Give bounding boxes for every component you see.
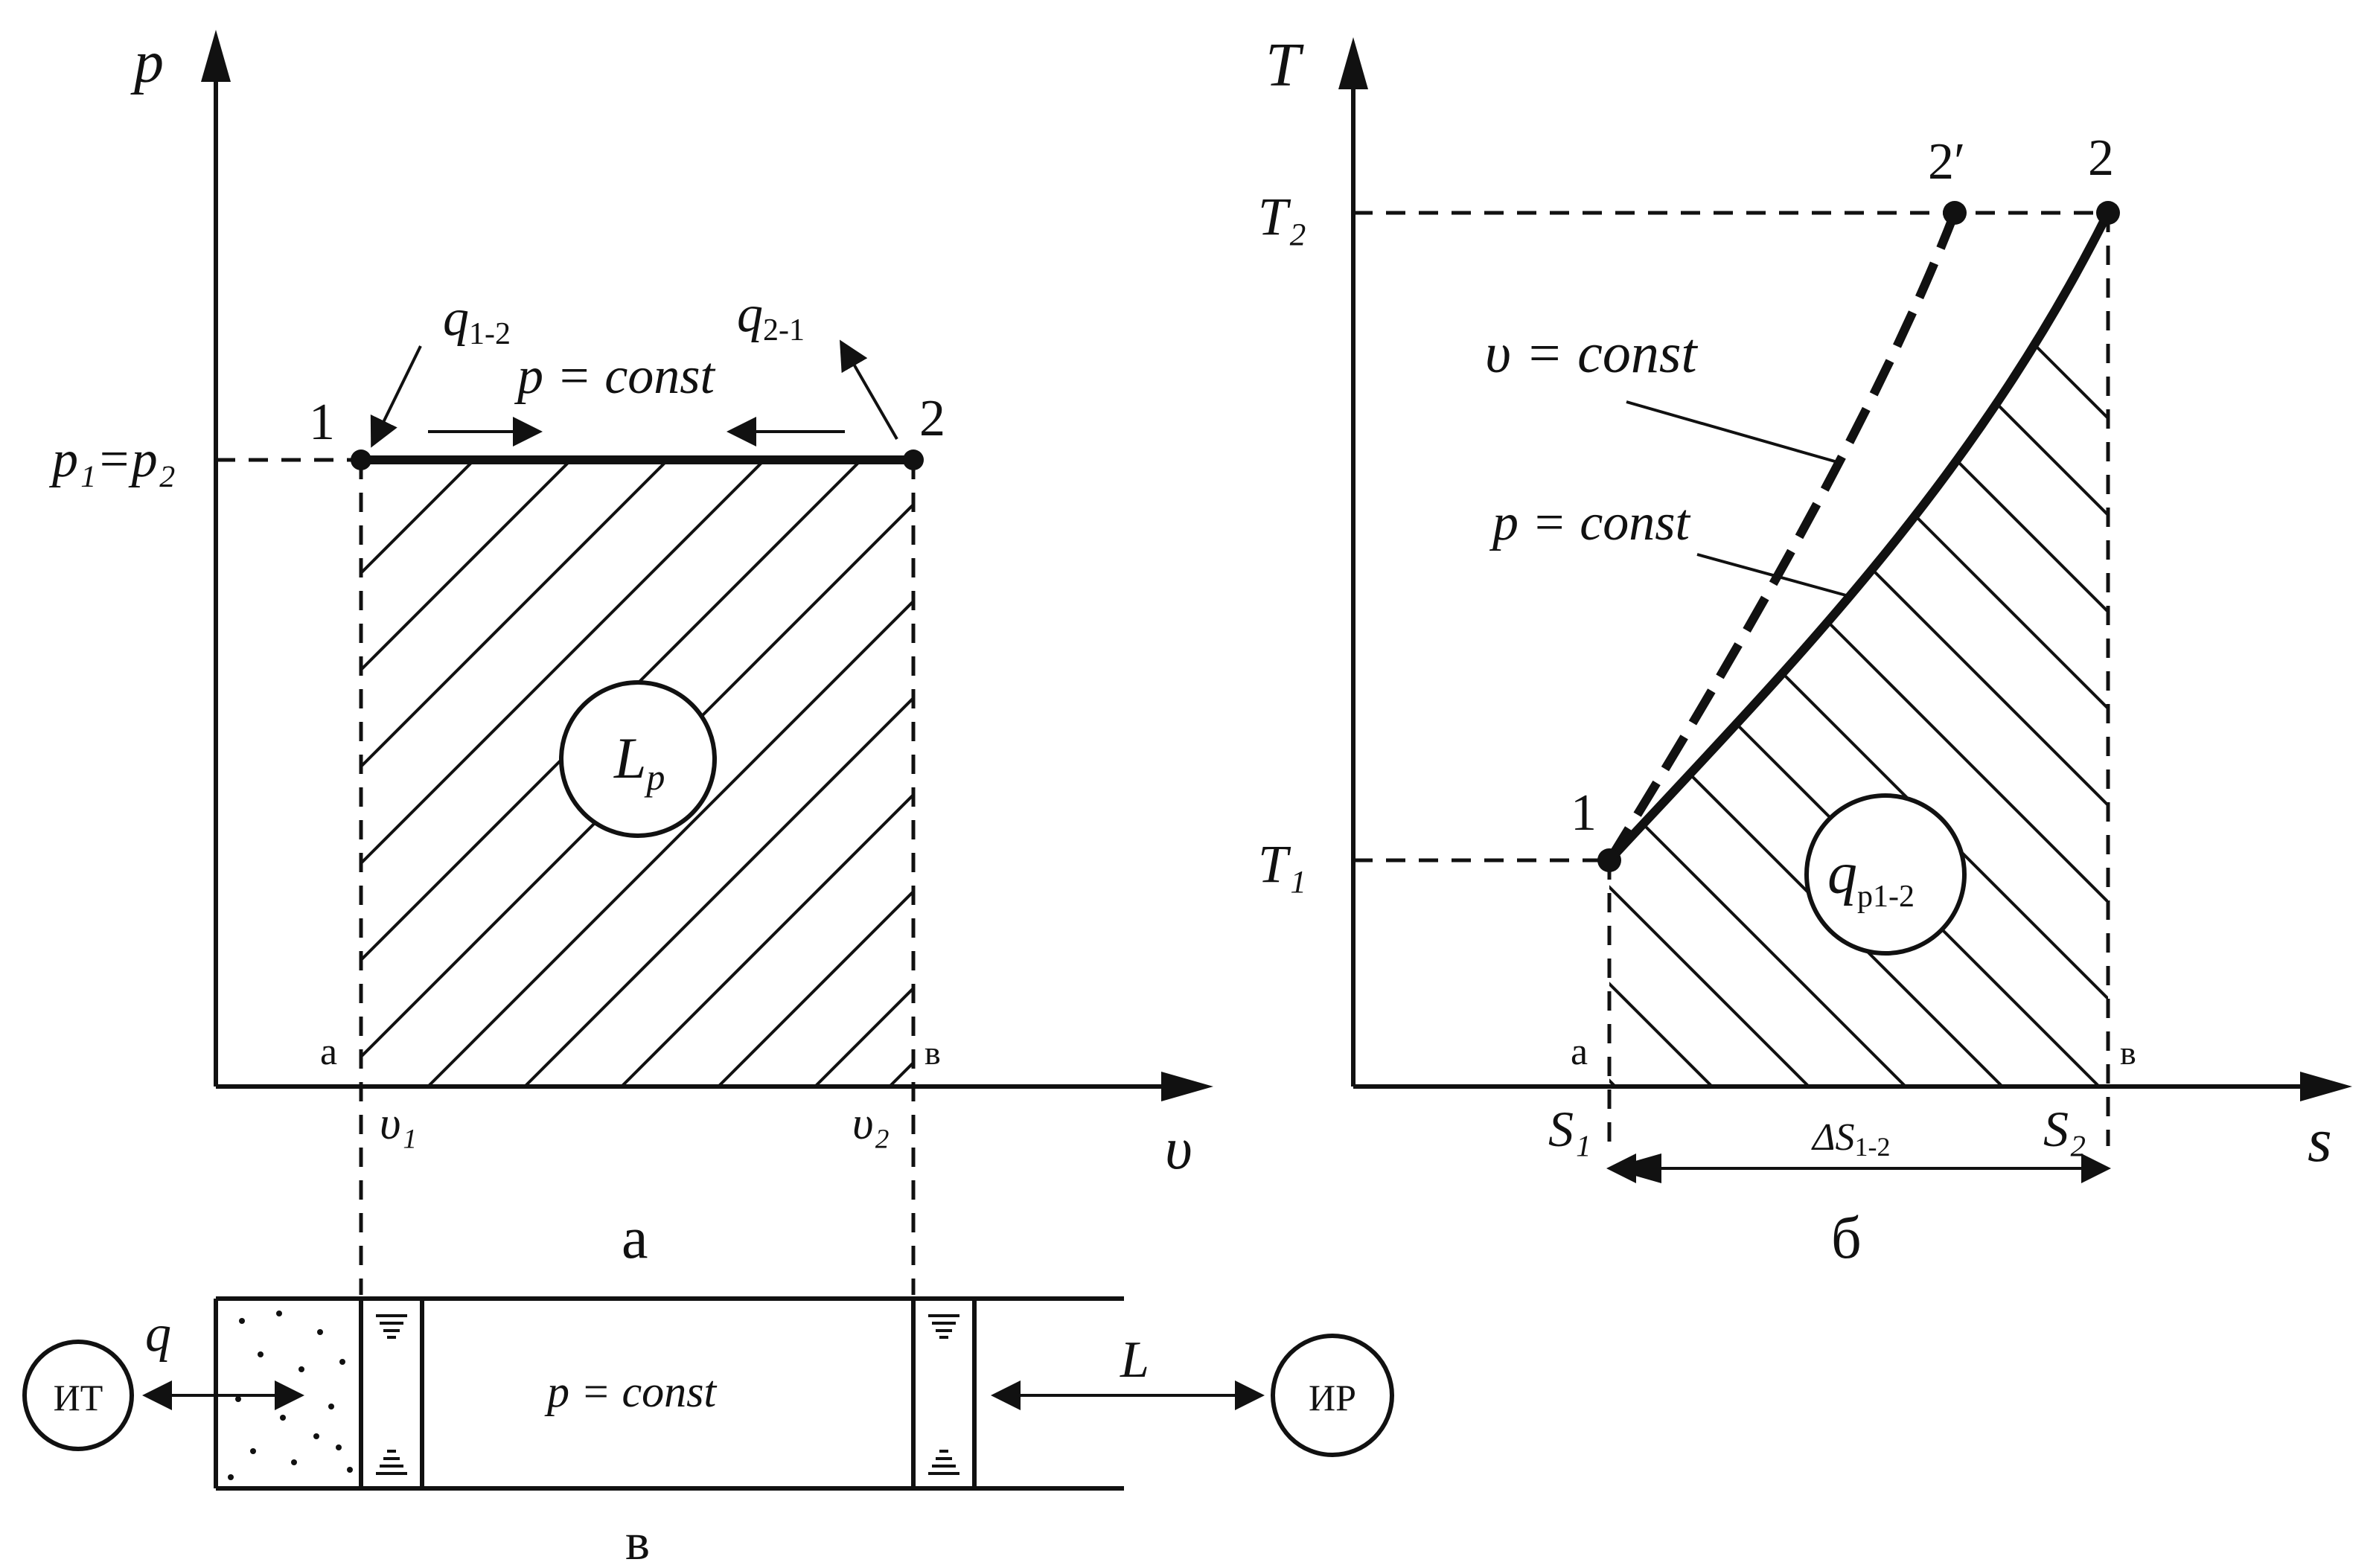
caption-b: б [1831,1206,1862,1271]
work-hatching [361,460,913,1087]
work-label: Lp [613,726,665,798]
v2-label: υ₂ [852,1098,890,1149]
point-1-label: 1 [309,394,335,451]
ts-point-2 [2096,201,2120,225]
isobar-curve [1605,208,2113,865]
ts-point-2prime [1943,201,1967,225]
ts-diagram: T s T₂ T₁ 1 2 2′ υ = const p = const qp1… [1258,31,2352,1271]
right-piston-marks [928,1314,959,1475]
ts-b-label: в [2120,1034,2136,1072]
caption-v: в [625,1514,650,1568]
v1-label: υ₁ [380,1098,417,1149]
s-axis-label: s [2308,1106,2332,1175]
left-piston [359,1296,424,1491]
cylinder-diagram: ИТ ИР q L p = const в [22,1296,1394,1568]
heat-label: qp1-2 [1827,841,1915,914]
ts-point-1 [1597,848,1621,872]
isobar-label-ts: p = const [1489,494,1691,551]
b-label: в [925,1034,941,1072]
isochore-leader [1626,400,1836,463]
ts-a-label: a [1571,1031,1588,1073]
T1-label: T₁ [1258,834,1306,894]
p-axis-arrow [201,30,231,82]
s1-label: S₁ [1548,1101,1591,1157]
heat-source-circle [22,1340,134,1451]
cylinder-process-label: p = const [544,1367,717,1416]
a-label: a [320,1031,337,1073]
work-receiver-circle [1271,1334,1394,1457]
v-axis-label: υ [1165,1116,1192,1182]
T2-label: T₂ [1258,187,1306,246]
p-axis-label: p [130,30,164,95]
right-piston [911,1296,977,1491]
point-2 [903,449,924,470]
T-axis-label: T [1265,31,1304,100]
gas-dots [228,1311,353,1480]
q12-arrow [370,345,422,448]
left-piston-marks [376,1314,407,1475]
q21-arrow [840,339,898,440]
p1-p2-label: p₁=p₂ [48,431,176,488]
v-axis-arrow [1161,1072,1213,1101]
work-receiver-label: ИР [1309,1377,1356,1418]
s-axis-arrow [2300,1072,2352,1101]
heat-hatching [1609,333,2108,1087]
q21-label: q2-1 [737,286,805,348]
work-circle [559,680,717,838]
heat-circle [1804,793,1967,956]
ds-label: ΔS1-2 [1811,1116,1891,1162]
cylinder-work-label: L [1120,1331,1149,1389]
ds-arrowhead-left [1609,1153,1661,1183]
cylinder-heat-label: q [145,1305,171,1363]
ts-point-2prime-label: 2′ [1928,133,1965,191]
isochore-label: υ = const [1485,322,1698,385]
pv-diagram: p υ p₁=p₂ 1 2 q1-2 q2-1 p = const Lp a в… [48,30,1213,1295]
ts-point-1-label: 1 [1571,784,1597,842]
isobar-leader [1696,553,1847,597]
s2-label: S₂ [2043,1101,2086,1157]
ts-point-2-label: 2 [2088,129,2114,187]
point-2-label: 2 [919,390,945,447]
heat-source-label: ИТ [54,1377,103,1418]
point-1 [351,449,371,470]
T-axis-arrow [1338,37,1368,89]
isobar-label: p = const [514,348,716,405]
caption-a: a [622,1206,648,1271]
q12-label: q1-2 [443,289,511,351]
